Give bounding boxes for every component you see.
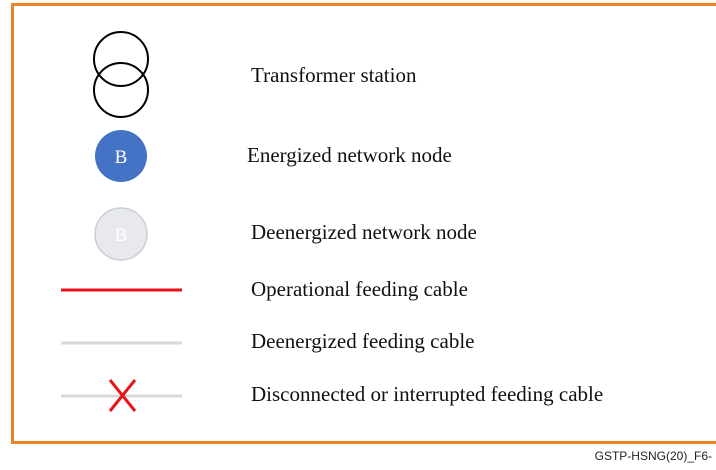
- deenergized-node-letter: B: [115, 225, 128, 246]
- document-reference: GSTP-HSNG(20)_F6-: [594, 449, 712, 463]
- legend-label-disconnected-cable: Disconnected or interrupted feeding cabl…: [251, 382, 604, 406]
- legend-label-deenergized-node: Deenergized network node: [251, 220, 477, 244]
- legend-label-energized-node: Energized network node: [247, 143, 452, 167]
- legend-frame: [11, 3, 716, 444]
- disconnected-cable-icon: [61, 379, 182, 412]
- deenergized-node-icon: B: [94, 207, 148, 261]
- energized-node-letter: B: [115, 147, 128, 168]
- legend-label-deenergized-cable: Deenergized feeding cable: [251, 329, 475, 353]
- energized-node-icon: B: [95, 130, 147, 182]
- transformer-station-icon: [93, 31, 149, 118]
- legend-label-transformer-station: Transformer station: [251, 63, 417, 87]
- legend-label-operational-cable: Operational feeding cable: [251, 277, 468, 301]
